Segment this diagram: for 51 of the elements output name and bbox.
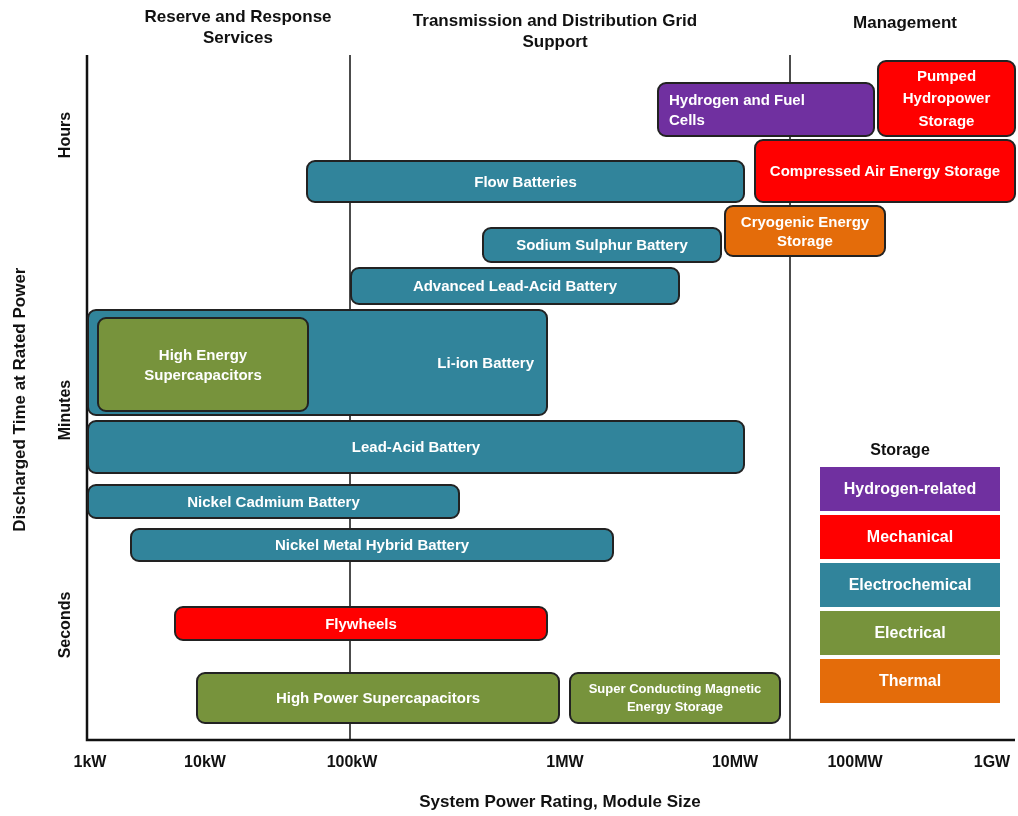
axis-tick-label: 100MW bbox=[826, 752, 884, 772]
legend-label: Mechanical bbox=[865, 527, 955, 547]
storage-label: Lead-Acid Battery bbox=[351, 437, 481, 457]
axis-tick-label: 1GW bbox=[972, 752, 1012, 772]
storage-range-box bbox=[130, 528, 614, 562]
axis-tick-label: Minutes bbox=[55, 378, 74, 443]
storage-range-box bbox=[87, 484, 460, 519]
storage-range-box bbox=[97, 317, 309, 412]
storage-label: Nickel Metal Hybrid Battery bbox=[274, 535, 470, 555]
storage-range-box bbox=[657, 82, 875, 137]
column-header: Management bbox=[852, 12, 958, 34]
storage-range-box bbox=[754, 139, 1016, 203]
legend-label: Electrochemical bbox=[847, 575, 973, 595]
storage-label: High Energy Supercapacitors bbox=[143, 345, 263, 384]
legend-title: Storage bbox=[869, 440, 931, 460]
storage-label: Hydrogen and Fuel Cells bbox=[669, 90, 806, 129]
legend-label: Electrical bbox=[873, 623, 947, 643]
storage-label: Sodium Sulphur Battery bbox=[516, 235, 688, 255]
axis-tick-label: 1MW bbox=[545, 752, 585, 772]
axis-tick-label: 100kW bbox=[325, 752, 379, 772]
storage-range-box bbox=[87, 309, 548, 416]
storage-range-box bbox=[196, 672, 560, 724]
storage-range-box bbox=[350, 267, 680, 305]
storage-label: Li-ion Battery bbox=[437, 352, 534, 373]
storage-range-box bbox=[877, 60, 1016, 137]
axis-title: System Power Rating, Module Size bbox=[418, 791, 702, 813]
storage-label: Advanced Lead-Acid Battery bbox=[412, 276, 618, 296]
axis-tick-label: 10MW bbox=[710, 752, 760, 772]
storage-range-box bbox=[87, 420, 745, 474]
column-header: Transmission and Distribution Grid Support bbox=[411, 10, 699, 53]
axis-title: Discharged Time at Rated Power bbox=[9, 266, 31, 535]
storage-label: Super Conducting Magnetic Energy Storage bbox=[587, 680, 763, 716]
storage-range-box bbox=[724, 205, 886, 257]
storage-label: High Power Supercapacitors bbox=[275, 688, 481, 708]
storage-label: Flow Batteries bbox=[474, 171, 577, 192]
storage-label: Compressed Air Energy Storage bbox=[769, 161, 1001, 181]
storage-label: Cryogenic Energy Storage bbox=[739, 211, 871, 251]
storage-range-box bbox=[569, 672, 781, 724]
storage-label: Pumped Hydropower Storage bbox=[901, 65, 992, 131]
column-header: Reserve and Response Services bbox=[143, 6, 333, 49]
axis-tick-label: Hours bbox=[55, 110, 74, 161]
storage-range-box bbox=[482, 227, 722, 263]
axis-tick-label: 1kW bbox=[72, 752, 108, 772]
axis-tick-label: Seconds bbox=[55, 590, 74, 661]
legend-label: Thermal bbox=[877, 671, 943, 691]
axis-tick-label: 10kW bbox=[183, 752, 227, 772]
legend-label: Hydrogen-related bbox=[842, 479, 978, 499]
storage-label: Nickel Cadmium Battery bbox=[187, 491, 360, 512]
storage-range-box bbox=[306, 160, 745, 203]
storage-range-box bbox=[174, 606, 548, 641]
storage-label: Flywheels bbox=[325, 613, 397, 634]
